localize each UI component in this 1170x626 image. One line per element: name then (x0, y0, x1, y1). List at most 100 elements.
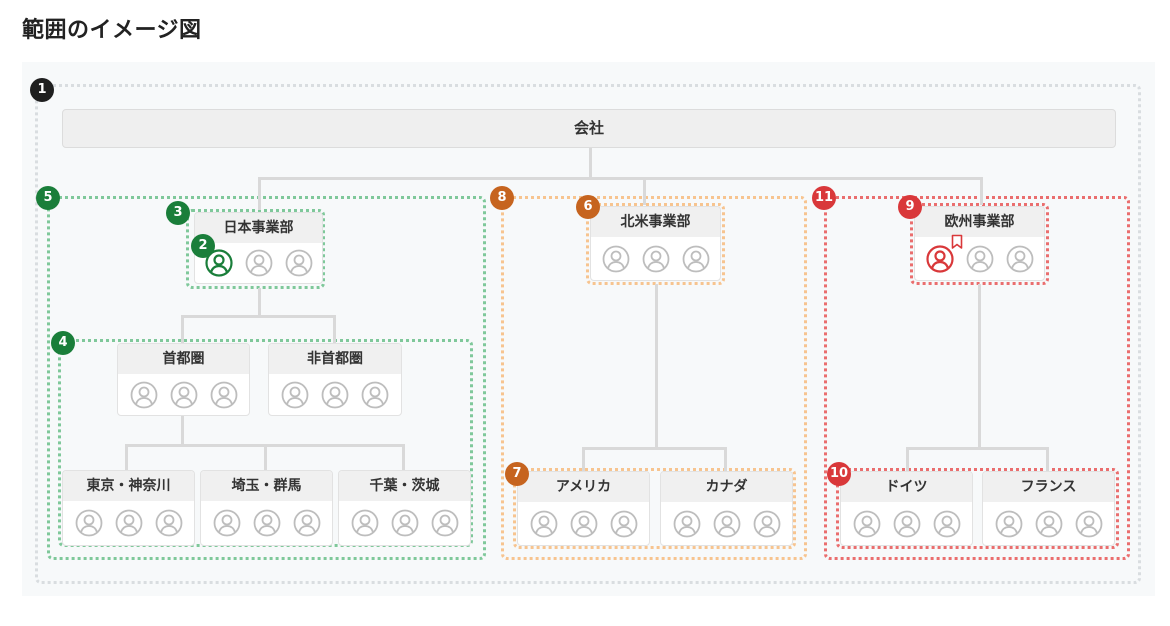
person-icon (1074, 509, 1104, 539)
badge-3: 3 (166, 201, 190, 225)
nonmetro-card: 非首都圏 (268, 343, 402, 416)
person-icon (280, 380, 310, 410)
card-title: カナダ (661, 472, 792, 502)
member-icons (661, 502, 792, 545)
scope-eu-all (824, 196, 1130, 560)
tokyo-card: 東京・神奈川 (62, 470, 195, 546)
person-icon (129, 380, 159, 410)
badge-2: 2 (191, 234, 215, 258)
person-icon (712, 509, 742, 539)
metro-card: 首都圏 (117, 343, 250, 416)
scope-na-division (586, 203, 725, 285)
person-icon (292, 508, 322, 538)
person-icon (244, 248, 274, 278)
person-icon (529, 509, 559, 539)
card-title: フランス (983, 472, 1114, 502)
connector (724, 447, 727, 471)
person-icon (430, 508, 460, 538)
card-title: 日本事業部 (195, 213, 322, 243)
badge-7: 7 (505, 462, 529, 486)
badge-6: 6 (576, 195, 600, 219)
member-icons (915, 237, 1044, 280)
member-icons (591, 237, 720, 280)
person-icon (350, 508, 380, 538)
connector (582, 447, 585, 471)
eu-division-card: 欧州事業部 (914, 206, 1045, 281)
person-icon (569, 509, 599, 539)
connector (978, 284, 981, 449)
connector (258, 288, 261, 316)
person-icon (154, 508, 184, 538)
member-icons (339, 501, 470, 545)
card-title: 千葉・茨城 (339, 471, 470, 501)
america-card: アメリカ (517, 471, 650, 546)
member-icons (201, 501, 332, 545)
japan-division-card: 日本事業部 (194, 212, 323, 284)
canada-card: カナダ (660, 471, 793, 546)
scope-japan-division (186, 209, 325, 289)
person-icon (609, 509, 639, 539)
connector (181, 315, 336, 318)
connector (582, 447, 727, 450)
person-icon (252, 508, 282, 538)
person-icon (681, 244, 711, 274)
person-icon (852, 509, 882, 539)
person-icon (641, 244, 671, 274)
member-icons (841, 502, 972, 545)
badge-10: 10 (827, 462, 851, 486)
scope-eu-division (910, 203, 1049, 285)
card-title: 東京・神奈川 (63, 471, 194, 501)
person-icon (74, 508, 104, 538)
germany-card: ドイツ (840, 471, 973, 546)
company-node: 会社 (62, 109, 1116, 148)
badge-1: 1 (30, 78, 54, 102)
na-division-card: 北米事業部 (590, 206, 721, 281)
person-icon (892, 509, 922, 539)
card-title: 北米事業部 (591, 207, 720, 237)
person-icon (390, 508, 420, 538)
member-icons (195, 243, 322, 283)
connector (125, 444, 128, 470)
member-icons (269, 374, 401, 415)
france-card: フランス (982, 471, 1115, 546)
person-icon (360, 380, 390, 410)
member-icons (983, 502, 1114, 545)
person-icon (932, 509, 962, 539)
badge-11: 11 (812, 186, 836, 210)
person-icon (209, 380, 239, 410)
badge-4: 4 (51, 331, 75, 355)
person-icon (284, 248, 314, 278)
saitama-card: 埼玉・群馬 (200, 470, 333, 546)
badge-5: 5 (36, 186, 60, 210)
connector (1046, 447, 1049, 471)
person-icon (114, 508, 144, 538)
connector (906, 447, 1049, 450)
person-icon (1005, 244, 1035, 274)
connector (258, 177, 983, 180)
scope-eu-regions (836, 468, 1119, 549)
badge-9: 9 (898, 195, 922, 219)
connector (181, 315, 184, 343)
person-icon (169, 380, 199, 410)
card-title: 欧州事業部 (915, 207, 1044, 237)
card-title: ドイツ (841, 472, 972, 502)
connector (589, 148, 592, 178)
chiba-card: 千葉・茨城 (338, 470, 471, 546)
member-icons (518, 502, 649, 545)
person-icon (601, 244, 631, 274)
bookmark-icon (951, 234, 963, 249)
connector (655, 284, 658, 449)
card-title: 埼玉・群馬 (201, 471, 332, 501)
scope-company (35, 84, 1141, 584)
connector (906, 447, 909, 471)
member-icons (118, 374, 249, 415)
person-icon (925, 244, 955, 274)
connector (643, 177, 646, 205)
member-icons (63, 501, 194, 545)
person-icon (212, 508, 242, 538)
scope-na-regions (513, 468, 796, 549)
scope-japan-all (47, 196, 486, 560)
connector (181, 416, 184, 446)
connector (402, 444, 405, 470)
badge-8: 8 (490, 186, 514, 210)
